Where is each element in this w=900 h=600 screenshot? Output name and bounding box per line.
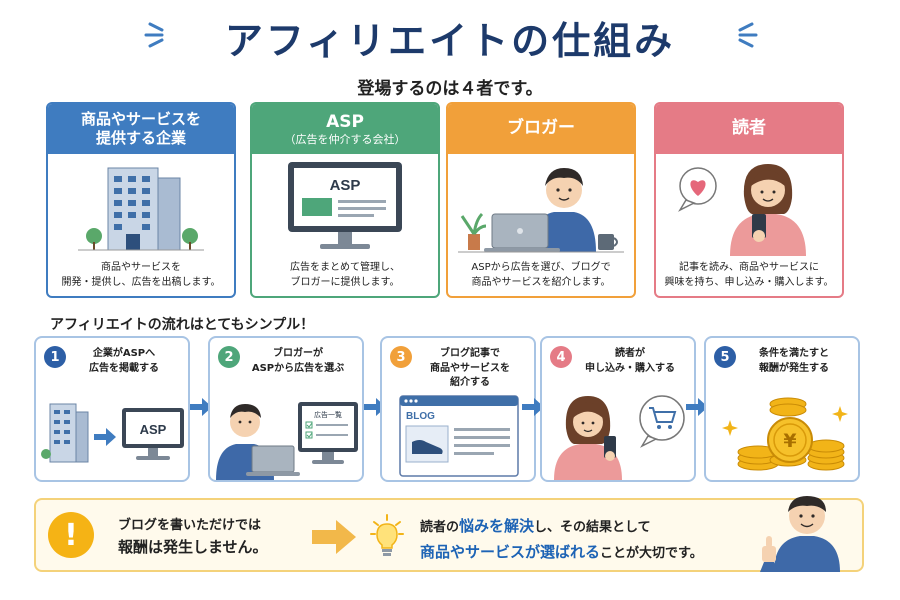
msg-text: し、その結果として xyxy=(534,520,651,535)
step-number-badge: 2 xyxy=(218,346,240,368)
sparkle-left-icon xyxy=(144,22,164,48)
warning-icon: ! xyxy=(48,512,94,558)
player-card-header: ブロガー xyxy=(448,104,634,154)
step-text: ブロガーが ASPから広告を選ぶ xyxy=(251,348,345,374)
yen-coin-symbol: ¥ xyxy=(783,430,796,452)
key-point-box: ! ブログを書いただけでは 報酬は発生しません。 読者の悩みを解決し、その結果と… xyxy=(34,496,864,572)
reader-smartphone-icon xyxy=(678,164,806,256)
step-text: 条件を満たすと 報酬が発生する xyxy=(759,348,829,374)
step-number-badge: 3 xyxy=(390,346,412,368)
flow-step-4: 4 読者が 申し込み・購入する xyxy=(540,336,696,482)
warning-line-2: 報酬は発生しません。 xyxy=(118,537,268,556)
reader-shopping-cart-icon xyxy=(554,395,685,480)
ad-list-label: 広告一覧 xyxy=(314,410,342,419)
player-card-asp: ASP （広告を仲介する会社） ASP 広告をまとめて管理し、 ブロガーに提供し… xyxy=(250,102,440,298)
lightbulb-icon xyxy=(370,514,404,556)
msg-text: 読者の xyxy=(420,520,460,535)
flow-step-2: 2 ブロガーが ASPから広告を選ぶ 広告一覧 xyxy=(208,336,364,482)
coins-reward-icon: ¥ xyxy=(722,397,848,471)
step-text: 企業がASPへ 広告を掲載する xyxy=(89,348,159,374)
flow-step-5: 5 条件を満たすと 報酬が発生する ¥ xyxy=(704,336,860,482)
player-desc: 広告をまとめて管理し、 ブロガーに提供します。 xyxy=(290,262,400,288)
player-title: ブロガー xyxy=(507,118,575,139)
player-title: ASP xyxy=(326,111,364,132)
monitor-icon: ASP xyxy=(288,162,402,249)
step-text: 読者が 申し込み・購入する xyxy=(585,348,675,374)
key-message-line-1: 読者の悩みを解決し、その結果として xyxy=(420,514,703,540)
player-desc: ASPから広告を選び、ブログで 商品やサービスを紹介します。 xyxy=(471,262,611,288)
blog-label: BLOG xyxy=(406,411,435,422)
player-card-header: 読者 xyxy=(656,104,842,154)
building-to-asp-icon: ASP xyxy=(41,403,184,463)
player-title: 読者 xyxy=(732,118,766,139)
key-message-line-2: 商品やサービスが選ばれることが大切です。 xyxy=(420,540,703,566)
blogger-choosing-ad-icon: 広告一覧 xyxy=(216,402,358,480)
sparkle-right-icon xyxy=(738,22,758,48)
blog-page-icon: BLOG xyxy=(399,395,519,477)
flow-title: アフィリエイトの流れはとてもシンプル！ xyxy=(50,317,315,333)
step-number-badge: 5 xyxy=(714,346,736,368)
key-message: 読者の悩みを解決し、その結果として 商品やサービスが選ばれることが大切です。 xyxy=(420,514,703,565)
player-card-header: ASP （広告を仲介する会社） xyxy=(252,104,438,154)
step-number-badge: 1 xyxy=(44,346,66,368)
flow-arrow-icon xyxy=(190,398,212,416)
player-subtitle: （広告を仲介する会社） xyxy=(284,132,406,146)
warning-line-1: ブログを書いただけでは xyxy=(118,518,262,533)
flow-arrow-icon xyxy=(686,398,708,416)
warning-text: ブログを書いただけでは 報酬は発生しません。 xyxy=(118,516,268,558)
office-building-icon xyxy=(78,167,204,251)
player-card-header: 商品やサービスを 提供する企業 xyxy=(48,104,234,154)
player-card-reader: 読者 記事を読み、商品やサービスに 興味を持ち、申し込み・購入します。 xyxy=(654,102,844,298)
msg-text: ことが大切です。 xyxy=(600,545,703,561)
thumbs-up-person-icon xyxy=(760,496,840,572)
step-number-badge: 4 xyxy=(550,346,572,368)
player-desc: 商品やサービスを 開発・提供し、広告を出稿します。 xyxy=(61,262,221,288)
player-card-blogger: ブロガー ASPから広告を選び、ブログで 商品やサービスを紹介します。 xyxy=(446,102,636,298)
monitor-screen-label: ASP xyxy=(330,177,361,194)
monitor-screen-label: ASP xyxy=(140,422,167,437)
flow-step-1: 1 企業がASPへ 広告を掲載する ASP xyxy=(34,336,190,482)
player-card-company: 商品やサービスを 提供する企業 商品やサービスを 開発・提供し、広告を出稿します… xyxy=(46,102,236,298)
flow-arrow-icon xyxy=(522,398,544,416)
player-title: 商品やサービスを 提供する企業 xyxy=(80,110,201,147)
step-text: ブログ記事で 商品やサービスを 紹介する xyxy=(430,348,510,388)
flow-step-3: 3 ブログ記事で 商品やサービスを 紹介する BLOG xyxy=(380,336,536,482)
page-title: アフィリエイトの仕組み xyxy=(224,19,676,63)
blogger-laptop-icon xyxy=(458,168,624,253)
msg-highlight: 商品やサービスが選ばれる xyxy=(420,542,601,561)
page-subtitle: 登場するのは４者です。 xyxy=(357,79,543,99)
arrow-right-icon xyxy=(312,520,356,554)
player-desc: 記事を読み、商品やサービスに 興味を持ち、申し込み・購入します。 xyxy=(664,262,834,288)
msg-highlight: 悩みを解決 xyxy=(459,517,535,535)
